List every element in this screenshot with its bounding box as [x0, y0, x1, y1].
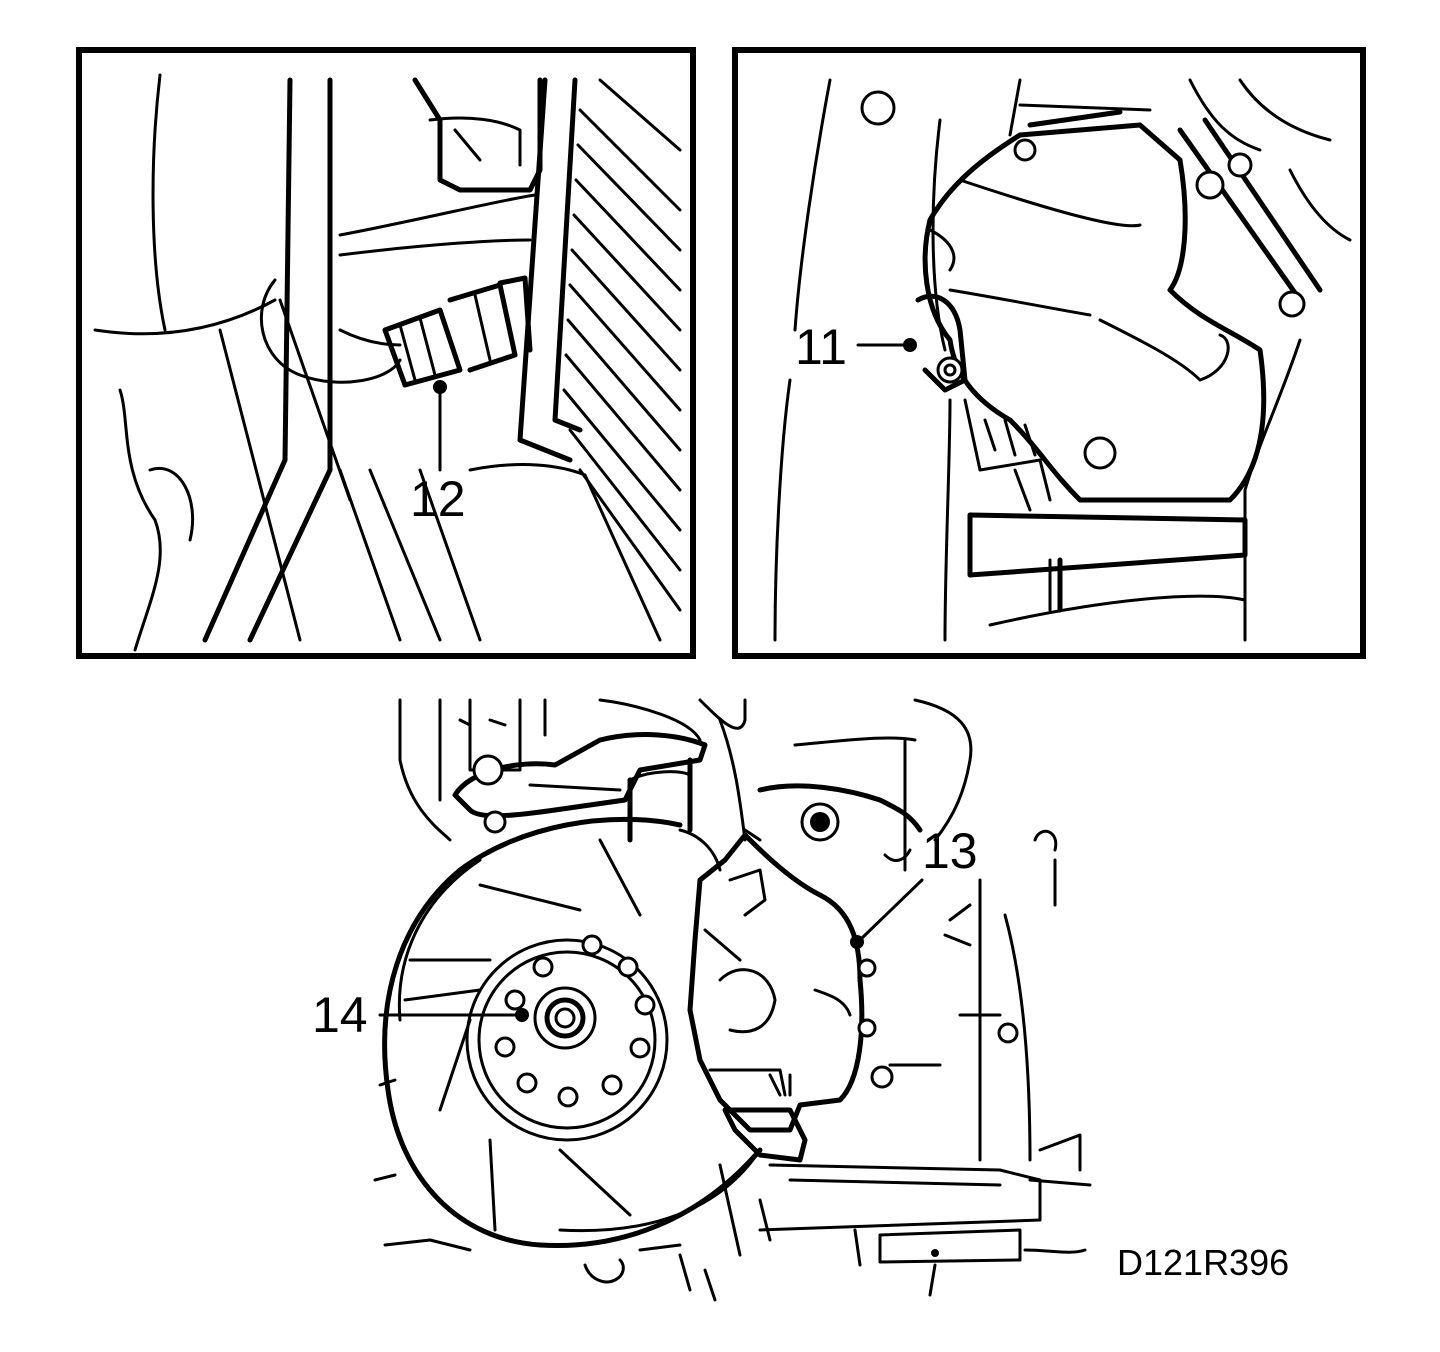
panel-bottom-brake-assembly — [373, 698, 1092, 1302]
panel-left-hose-union — [76, 47, 696, 659]
callout-13: 13 — [922, 823, 978, 879]
callout-12: 12 — [410, 471, 466, 527]
panel-right-cover-bolt — [732, 47, 1366, 659]
wheel-hub — [465, 934, 669, 1142]
timing-cover — [922, 103, 1267, 503]
brake-caliper — [687, 828, 877, 1163]
brake-disc — [382, 816, 763, 1249]
callout-11: 11 — [795, 319, 847, 375]
control-arm — [452, 732, 708, 834]
hose-union-fitting — [382, 275, 533, 388]
callout-14: 14 — [312, 987, 368, 1043]
drawing-code: D121R396 — [1117, 1242, 1290, 1283]
cover-bolt — [915, 293, 968, 393]
